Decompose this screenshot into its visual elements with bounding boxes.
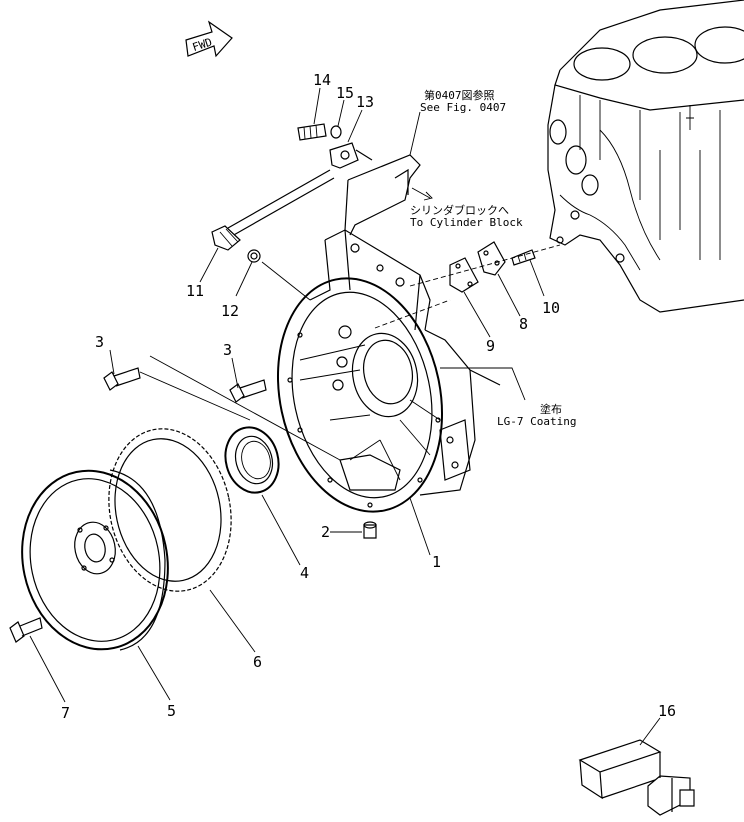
callout-12: 12 <box>221 302 239 320</box>
callout-14: 14 <box>313 71 331 89</box>
tube-assembly <box>211 123 373 263</box>
callout-8: 8 <box>519 315 528 333</box>
flywheel <box>21 469 169 651</box>
bolts-part-3 <box>103 367 267 403</box>
drain-plug <box>363 521 377 539</box>
callout-2: 2 <box>321 523 330 541</box>
callout-5: 5 <box>167 702 176 720</box>
callout-4: 4 <box>300 564 309 582</box>
callout-numbers: 1 2 3 3 4 5 6 7 8 9 10 11 12 13 14 15 16 <box>61 71 676 722</box>
coating-en: LG-7 Coating <box>497 415 576 428</box>
see-fig-jp: 第0407図参照 <box>424 88 495 102</box>
leader-lines <box>29 87 661 746</box>
cylinder-block <box>547 0 744 313</box>
cover-parts <box>449 241 536 293</box>
cylinder-block-jp: シリンダブロックへ <box>410 203 509 217</box>
callout-13: 13 <box>356 93 374 111</box>
fwd-label: FWD <box>191 36 214 55</box>
callout-9: 9 <box>486 337 495 355</box>
ring-gear <box>108 428 232 592</box>
flywheel-bolt <box>9 617 43 643</box>
callout-16: 16 <box>658 702 676 720</box>
tool-part-16 <box>578 739 695 816</box>
callout-3a: 3 <box>95 333 104 351</box>
cylinder-block-en: To Cylinder Block <box>410 216 523 229</box>
bracket <box>344 154 421 236</box>
coating-jp: 塗布 <box>540 402 562 416</box>
callout-10: 10 <box>542 299 560 317</box>
annotations: 第0407図参照 See Fig. 0407 シリンダブロックへ To Cyli… <box>410 88 576 428</box>
callout-15: 15 <box>336 84 354 102</box>
flywheel-housing <box>276 229 501 513</box>
see-fig-en: See Fig. 0407 <box>420 101 506 114</box>
fwd-arrow-icon: FWD <box>185 20 233 58</box>
callout-7: 7 <box>61 704 70 722</box>
oil-seal <box>224 426 280 494</box>
callout-11: 11 <box>186 282 204 300</box>
callout-1: 1 <box>432 553 441 571</box>
callout-6: 6 <box>253 653 262 671</box>
callout-3b: 3 <box>223 341 232 359</box>
